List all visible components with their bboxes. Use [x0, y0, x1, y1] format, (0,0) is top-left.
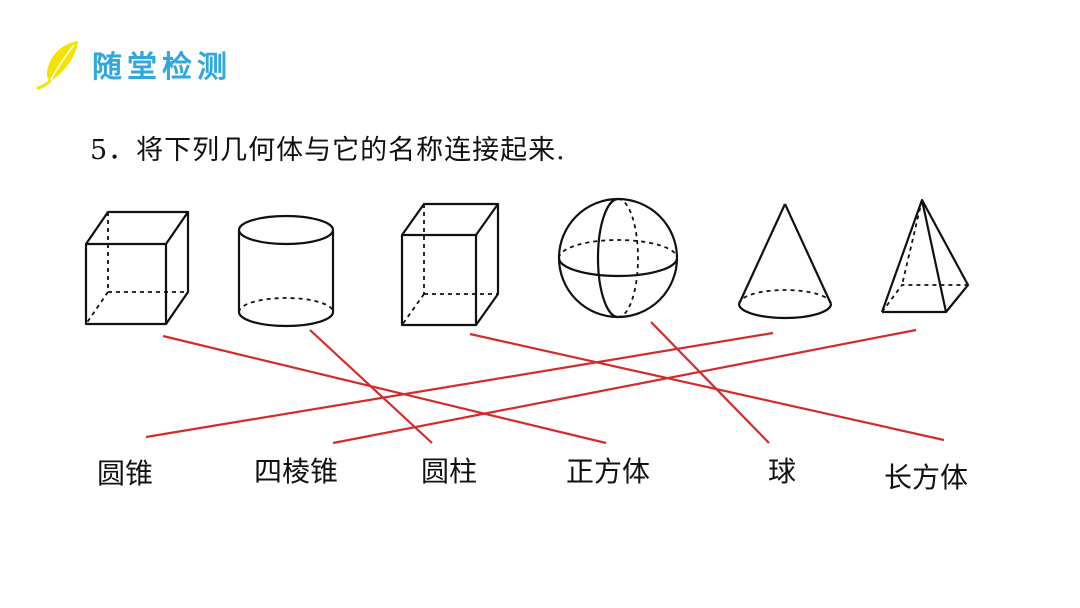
sphere-figure: [557, 197, 679, 319]
answer-lines: [145, 321, 945, 445]
answer-line-pyramid-to-silengzhui: [332, 328, 917, 445]
name-label-silengzhui: 四棱锥: [254, 455, 339, 488]
answer-line-cone-to-yuanzhui: [145, 331, 774, 439]
cube-figure: [84, 210, 190, 326]
feather-quill-icon: [36, 40, 78, 89]
section-title: 随堂检测: [92, 50, 232, 85]
answer-line-cuboid-to-changfangti: [469, 332, 945, 442]
cylinder-figure: [237, 214, 335, 328]
answer-line-sphere-to-qiu: [650, 321, 770, 444]
name-label-changfangti: 长方体: [884, 461, 969, 494]
name-label-zhengfangti: 正方体: [566, 455, 651, 488]
cuboid-figure: [400, 202, 500, 327]
section-header: 随堂检测: [34, 34, 232, 94]
answer-line-cube-to-zhengfangti: [162, 334, 607, 445]
name-label-qiu: 球: [768, 455, 797, 488]
name-label-yuanzhu: 圆柱: [421, 455, 478, 488]
cone-figure: [737, 203, 833, 320]
square-pyramid-figure: [880, 198, 970, 314]
question-text: 5．将下列几何体与它的名称连接起来.: [90, 135, 566, 166]
name-label-yuanzhui: 圆锥: [97, 457, 154, 490]
answer-line-cylinder-to-yuanzhu: [309, 329, 433, 444]
